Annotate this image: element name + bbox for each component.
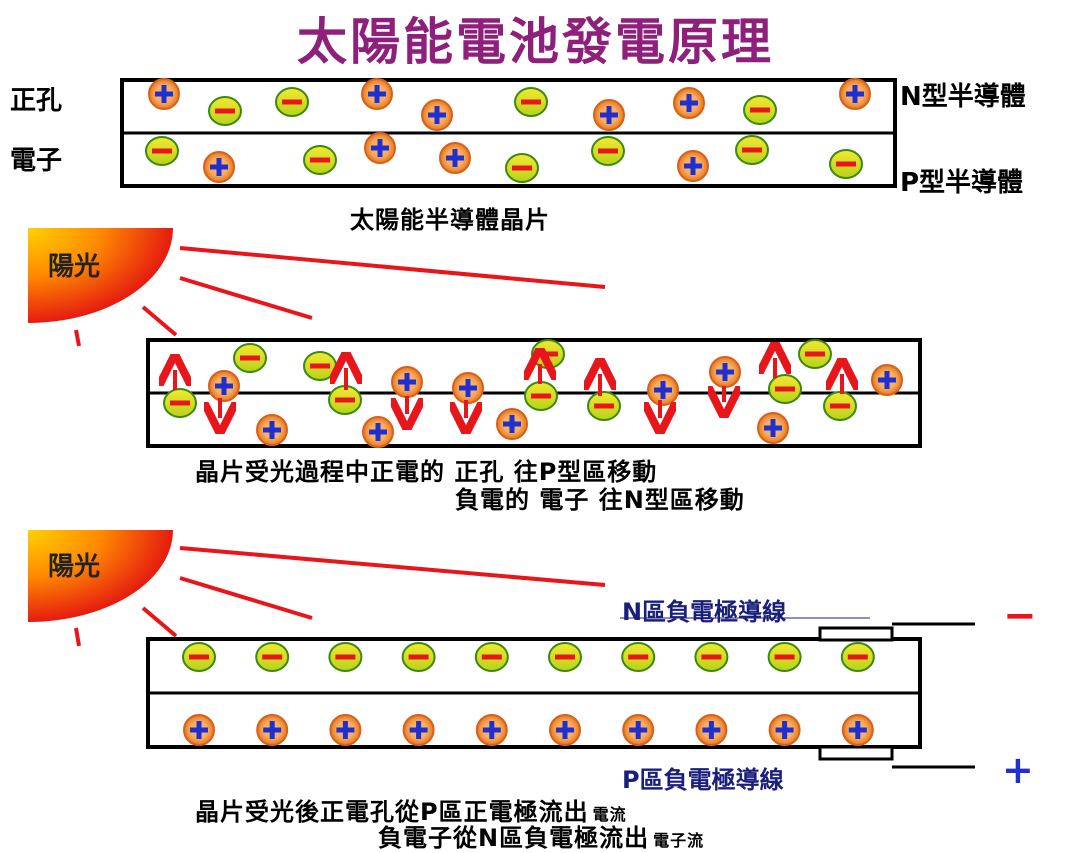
hole-icon [622, 714, 655, 746]
hole-icon [757, 412, 789, 444]
electron-icon [163, 388, 197, 418]
electron-icon [840, 642, 875, 672]
hole-icon [677, 150, 709, 182]
caption-current-line1: 晶片受光後正電孔從P區正電極流出電流 [195, 792, 627, 827]
minus-terminal-sign: − [1003, 593, 1037, 639]
hole-icon [208, 370, 240, 402]
label-p-type: P型半導體 [900, 168, 1024, 198]
hole-icon [593, 99, 625, 131]
electron-icon [182, 642, 216, 672]
electron-icon [474, 642, 509, 672]
electron-icon [303, 145, 337, 175]
hole-icon [673, 87, 705, 119]
electron-icon [531, 339, 565, 369]
hole-icon [256, 714, 289, 746]
electron-icon [621, 642, 656, 672]
caption-current-line2: 負電子從N區負電極流出電子流 [378, 818, 704, 853]
hole-icon [709, 356, 741, 388]
hole-icon [439, 142, 471, 174]
electron-icon [303, 351, 337, 381]
hole-icon [256, 414, 288, 446]
hole-icon [475, 714, 508, 746]
page-title: 太陽能電池發電原理 [297, 13, 774, 71]
electron-icon [233, 343, 267, 373]
hole-icon [695, 714, 728, 746]
caption-electron-flow-small: 電子流 [653, 831, 705, 850]
electron-icon [505, 153, 539, 183]
electron-icon [328, 385, 362, 415]
electron-icon [829, 149, 863, 179]
electron-icon [524, 381, 558, 411]
hole-icon [839, 78, 871, 110]
electron-icon [275, 87, 309, 117]
electron-icon [587, 391, 621, 421]
label-n-type: N型半導體 [900, 82, 1026, 112]
label-electron: 電子 [10, 146, 63, 176]
sun-label-2: 陽光 [48, 552, 101, 582]
label-p-electrode: P區負電極導線 [622, 766, 784, 794]
caption-current-text: 晶片受光後正電孔從P區正電極流出 [195, 798, 589, 826]
electron-icon [145, 136, 179, 166]
hole-icon [203, 151, 235, 183]
caption-current-small: 電流 [592, 805, 627, 824]
plus-terminal-sign: + [1002, 748, 1034, 792]
hole-icon [391, 366, 423, 398]
sun-label-1: 陽光 [48, 252, 101, 282]
hole-icon [402, 714, 435, 746]
electron-icon [694, 642, 729, 672]
hole-icon [549, 714, 581, 746]
hole-icon [871, 364, 903, 396]
caption-wafer: 太陽能半導體晶片 [350, 206, 550, 234]
sun-1 [28, 228, 606, 347]
electron-icon [735, 135, 769, 165]
hole-icon [496, 408, 528, 440]
electron-icon [401, 642, 436, 672]
wafer-panel-3 [146, 617, 975, 769]
electron-icon [208, 96, 242, 126]
sun-2 [28, 530, 606, 647]
hole-icon [841, 714, 874, 746]
electron-icon [798, 339, 832, 369]
hole-icon [768, 714, 801, 746]
label-hole: 正孔 [10, 86, 63, 116]
electron-icon [823, 391, 857, 421]
electron-icon [328, 642, 363, 672]
hole-icon [647, 374, 679, 406]
electron-icon [591, 136, 625, 166]
hole-icon [183, 714, 215, 746]
electron-icon [768, 374, 802, 404]
hole-icon [364, 132, 396, 164]
caption-electron-flow-text: 負電子從N區負電極流出 [378, 824, 650, 852]
hole-icon [452, 372, 484, 404]
hole-icon [361, 78, 393, 110]
hole-icon [362, 416, 394, 448]
electron-icon [548, 642, 582, 672]
electron-icon [255, 642, 290, 672]
electron-icon [743, 95, 777, 125]
wafer-panel-1 [120, 78, 897, 188]
hole-icon [148, 78, 180, 110]
electron-icon [514, 87, 548, 117]
label-n-electrode: N區負電極導線 [622, 598, 787, 626]
caption-process-line2: 負電的 電子 往N型區移動 [455, 486, 745, 514]
hole-icon [421, 99, 453, 131]
hole-icon [329, 714, 362, 746]
caption-process-line1: 晶片受光過程中正電的 正孔 往P型區移動 [195, 458, 658, 486]
electron-icon [767, 642, 802, 672]
